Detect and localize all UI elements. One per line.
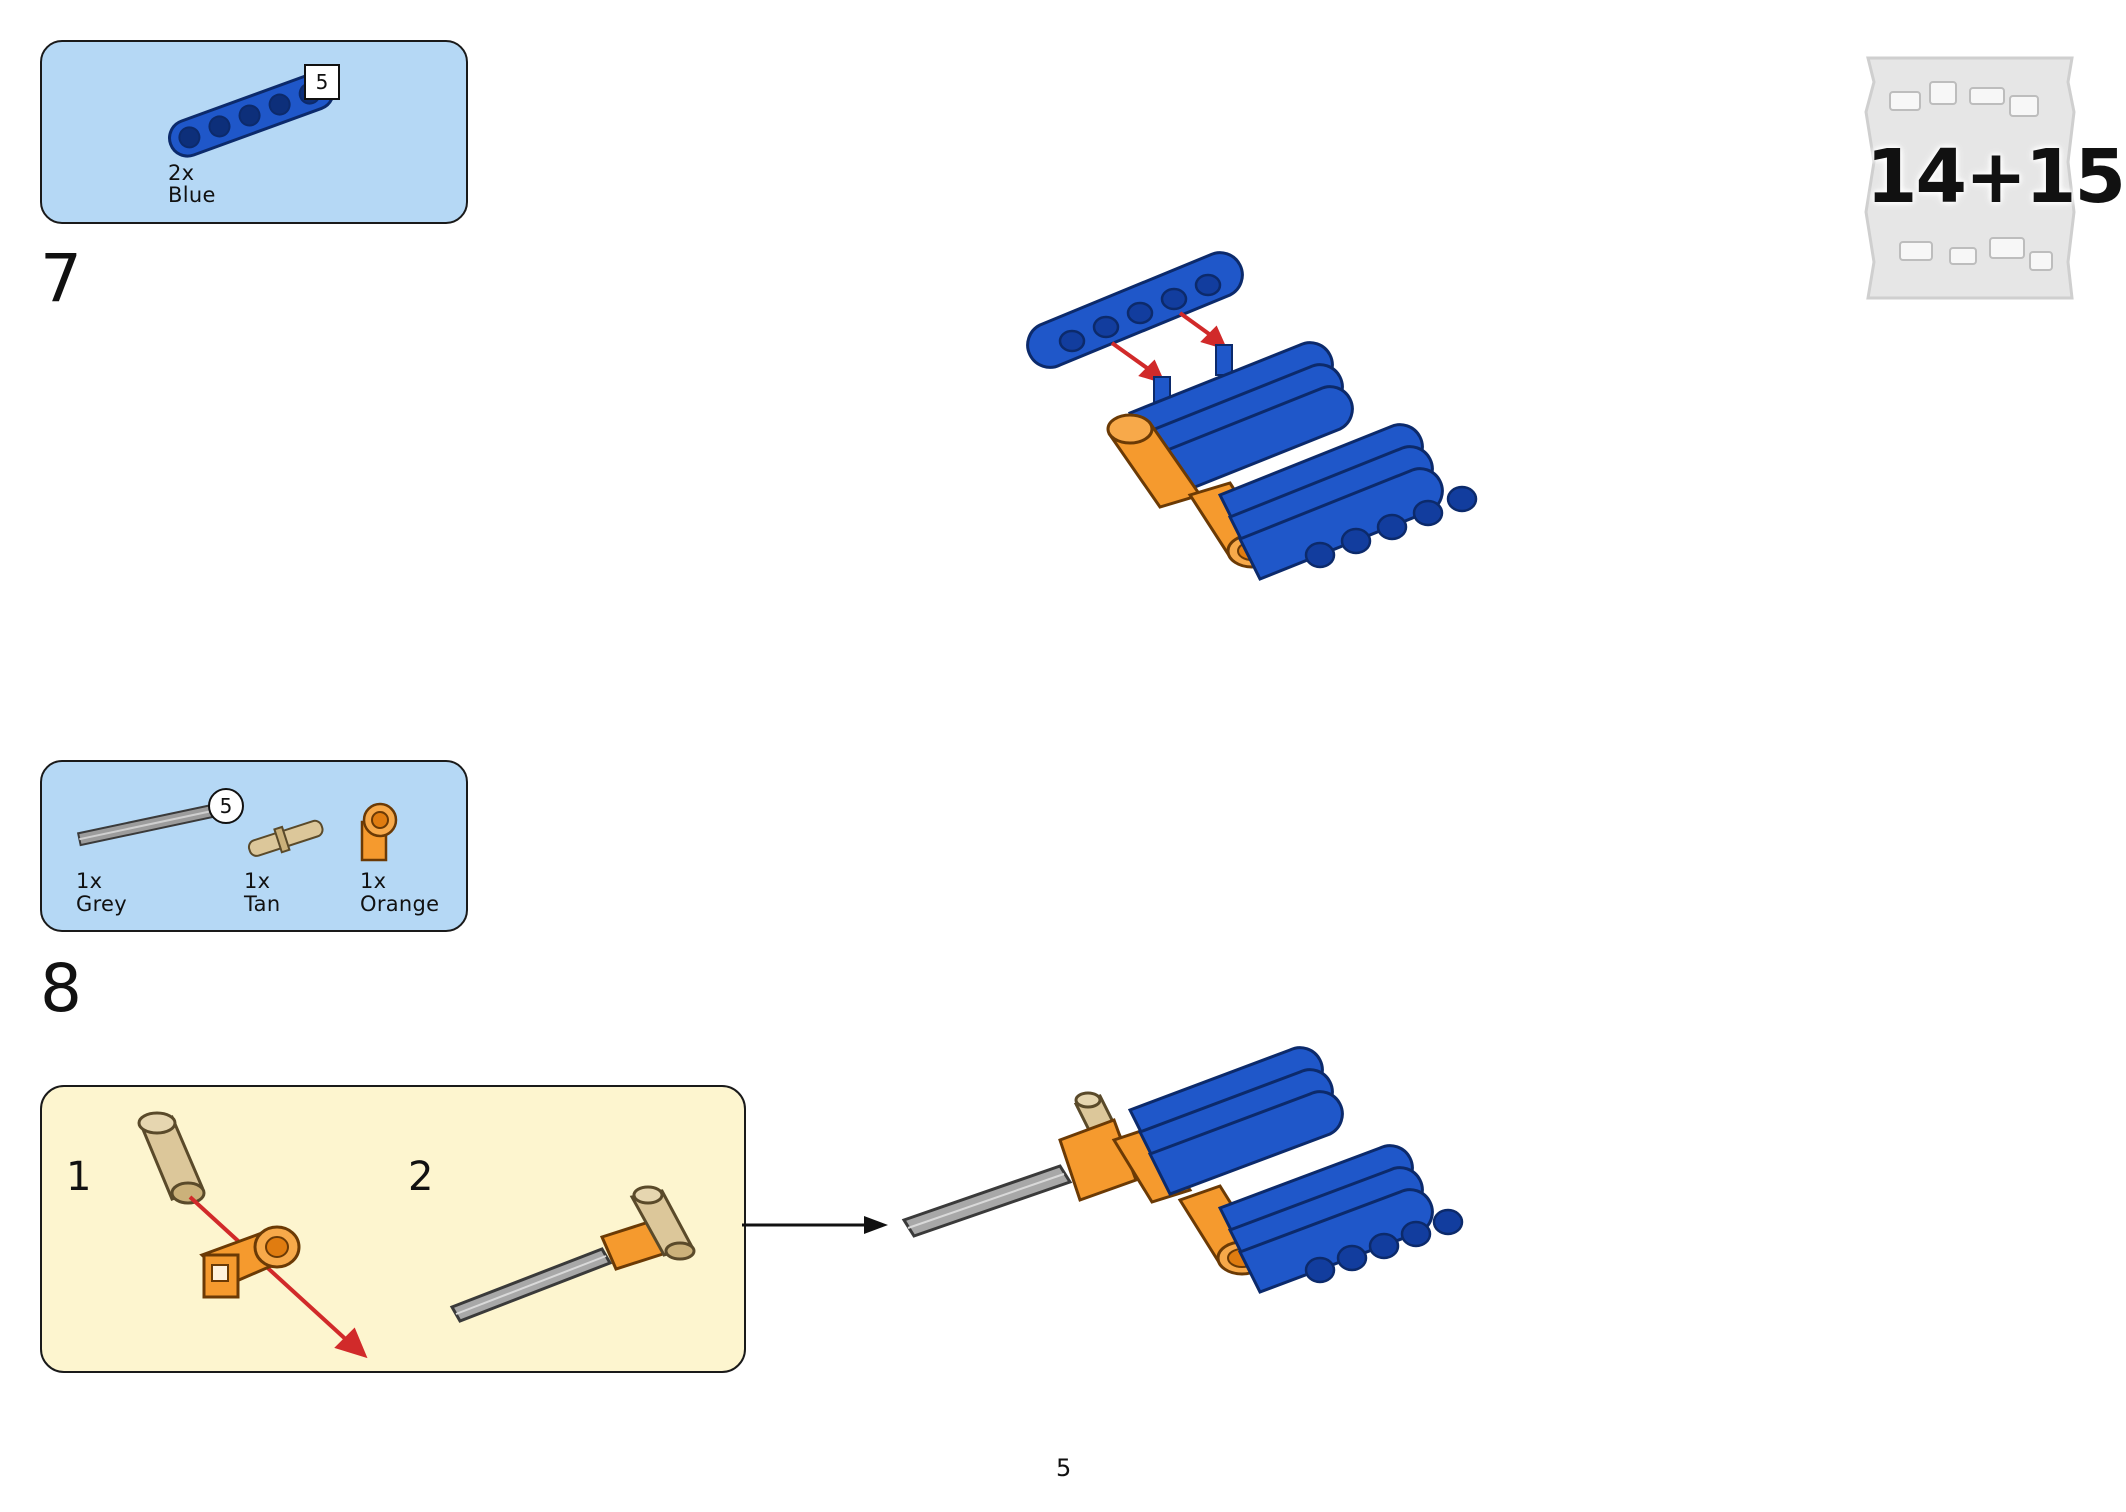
part-quantity: 1x [360,869,387,893]
assembly-arrow [188,1195,368,1359]
assembly-arrows [1110,311,1228,385]
sub-assembly-box: 1 2 [40,1085,746,1373]
bag-number: 14+15 [1866,134,2126,220]
substep-number-1: 1 [66,1154,92,1200]
orange-connector-icon [360,802,398,862]
tan-axle-pin-icon [247,819,324,857]
part-color: Blue [168,183,216,207]
part-color: Grey [76,892,127,916]
length-indicator: 5 [304,64,340,100]
part-quantity: 1x [244,869,271,893]
step-number-8: 8 [40,950,82,1027]
substep-number-2: 2 [408,1154,434,1200]
parts-list-step-7: 5 2x Blue [40,40,468,224]
tan-axle-pin [629,1185,696,1261]
step-8-model [901,1046,1464,1294]
page-number: 5 [1056,1454,1072,1482]
step-7-model [1026,251,1478,581]
orange-connector [199,1225,301,1299]
substep-2-illustration [449,1185,696,1323]
step-number-7: 7 [40,240,82,317]
substep-1-illustration [137,1111,368,1359]
part-color: Tan [244,892,281,916]
tan-axle-pin [137,1111,206,1205]
part-quantity: 1x [76,869,103,893]
part-quantity: 2x [168,161,195,185]
blue-beam-5-falling [1026,251,1244,369]
bag-icon [1864,56,2076,300]
grey-axle-5-icon [76,802,223,847]
parts-list-step-8: 5 1x Grey 1x Tan 1x Orange [40,760,468,932]
part-color: Orange [360,892,440,916]
grey-axle [901,1164,1073,1238]
grey-axle [449,1247,613,1323]
callout-arrow [742,1216,888,1234]
length-indicator: 5 [208,788,244,824]
